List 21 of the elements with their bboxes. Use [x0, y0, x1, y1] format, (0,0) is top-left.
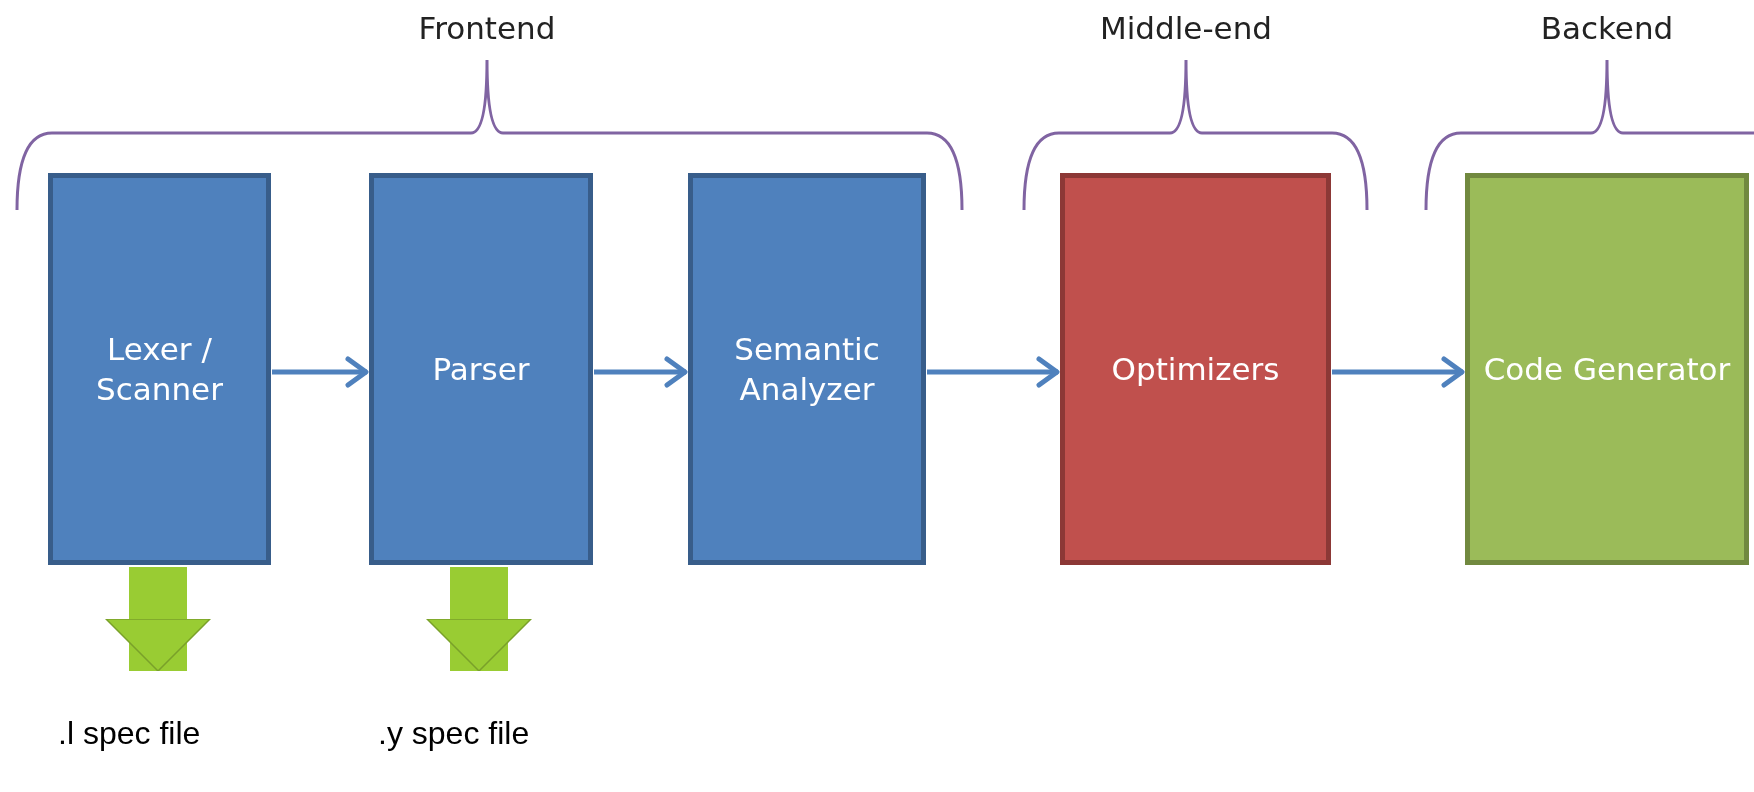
block-arrow [426, 567, 532, 672]
process-box [369, 173, 593, 565]
stage-label: Backend [1540, 10, 1674, 46]
stage-label: Middle-end [1100, 10, 1272, 46]
process-box [1465, 173, 1749, 565]
box-label: Code Generator [1483, 349, 1731, 389]
arrow [594, 356, 688, 388]
process-box [48, 173, 271, 565]
arrow [1332, 356, 1465, 388]
box-label: Semantic Analyzer [733, 329, 881, 409]
process-box [688, 173, 926, 565]
process-box [1060, 173, 1331, 565]
box-label: Lexer / Scanner [95, 329, 224, 409]
arrow [272, 356, 369, 388]
box-label: Parser [432, 349, 530, 389]
block-arrow [105, 567, 211, 672]
note-text: .y spec file [378, 715, 530, 752]
note-text: .l spec file [58, 715, 201, 752]
arrow [927, 356, 1060, 388]
box-label: Optimizers [1111, 349, 1280, 389]
stage-label: Frontend [418, 10, 556, 46]
